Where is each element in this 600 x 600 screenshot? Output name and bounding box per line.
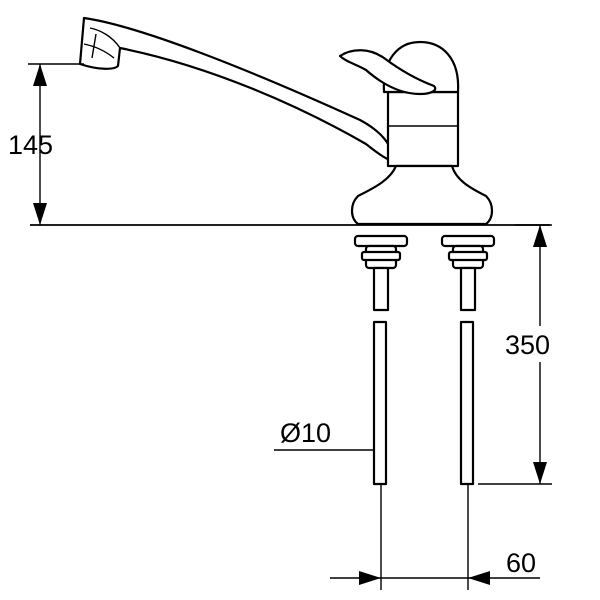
spout-height-label: 145 xyxy=(8,130,53,160)
dimension-tail-spacing: 60 xyxy=(330,484,540,590)
tail-right-pipe-lower xyxy=(459,320,475,486)
tail-length-label: 350 xyxy=(505,330,550,360)
faucet-assembly xyxy=(78,16,494,226)
base-flange xyxy=(350,164,494,226)
tail-right-washer-top xyxy=(440,234,496,248)
tail-left-washer-bottom xyxy=(360,250,402,262)
spout xyxy=(78,16,392,162)
arrow-up-icon xyxy=(533,225,547,247)
tail-left xyxy=(353,234,409,486)
arrow-down-icon xyxy=(533,462,547,484)
tail-spacing-label: 60 xyxy=(506,548,536,578)
arrow-left-icon xyxy=(468,571,490,585)
spout-nozzle xyxy=(83,27,121,59)
tail-diameter-label: Ø10 xyxy=(280,418,331,448)
tail-left-pipe-lower xyxy=(372,320,388,486)
dimension-spout-height: 145 xyxy=(8,63,84,225)
lever-handle xyxy=(338,49,437,96)
arrow-right-icon xyxy=(359,571,381,585)
arrow-down-icon xyxy=(33,203,47,225)
tail-right xyxy=(440,234,496,486)
arrow-up-icon xyxy=(33,64,47,86)
tail-left-washer-top xyxy=(353,234,409,248)
tail-left-pipe-upper xyxy=(372,266,390,312)
mixer-body xyxy=(386,90,460,168)
dimension-tail-diameter: Ø10 xyxy=(274,418,374,451)
tail-right-pipe-upper xyxy=(459,266,477,312)
tail-right-washer-bottom xyxy=(447,250,489,262)
dimension-tail-length: 350 xyxy=(478,224,562,485)
